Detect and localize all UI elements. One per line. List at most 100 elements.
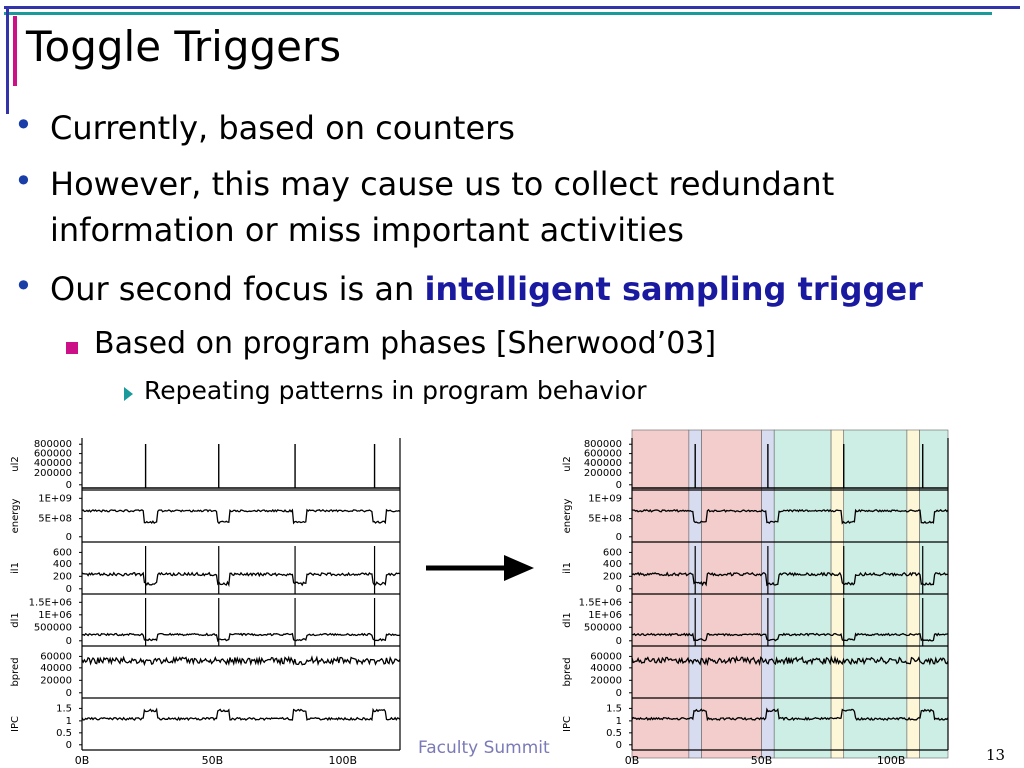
y-axis-label: IPC: [10, 716, 21, 732]
y-tick-label: 500000: [584, 622, 622, 633]
energy-series: [631, 508, 949, 525]
y-tick-label: 40000: [40, 663, 72, 674]
y-tick-label: 1.5: [606, 703, 622, 714]
square-bullet: [66, 342, 78, 354]
y-tick-label: 0: [616, 532, 622, 543]
arrow-right: [426, 555, 534, 581]
IPC-series: [631, 707, 949, 722]
y-tick-label: 1.5: [56, 703, 72, 714]
y-tick-label: 0: [66, 636, 72, 647]
y-axis-label: ul2: [562, 456, 573, 471]
y-axis-label: bpred: [10, 657, 21, 686]
y-tick-label: 0: [616, 740, 622, 751]
y-tick-label: 200000: [584, 468, 622, 479]
x-tick-label: 100B: [877, 754, 906, 767]
bullet-dot: •: [14, 106, 33, 144]
y-tick-label: 600: [53, 547, 72, 558]
y-tick-label: 0: [66, 480, 72, 491]
bullet-3: Our second focus is an intelligent sampl…: [50, 267, 923, 311]
ul2-series: [632, 444, 948, 489]
y-tick-label: 1: [616, 716, 622, 727]
bpred-series: [631, 654, 949, 667]
y-tick-label: 800000: [34, 439, 72, 450]
y-tick-label: 5E+08: [38, 514, 72, 525]
y-tick-label: 600: [603, 547, 622, 558]
y-tick-label: 1.5E+06: [29, 597, 72, 608]
y-tick-label: 0: [616, 480, 622, 491]
y-tick-label: 0: [66, 532, 72, 543]
x-tick-label: 50B: [202, 754, 224, 767]
dl1-series: [631, 632, 949, 642]
y-tick-label: 800000: [584, 439, 622, 450]
y-tick-label: 0: [616, 688, 622, 699]
y-tick-label: 500000: [34, 622, 72, 633]
y-tick-label: 5E+08: [588, 514, 622, 525]
y-tick-label: 600000: [584, 449, 622, 460]
dl1-series: [81, 632, 401, 643]
energy-series: [81, 508, 401, 525]
y-tick-label: 0.5: [606, 728, 622, 739]
slide-title: Toggle Triggers: [26, 22, 342, 71]
x-tick-label: 100B: [328, 754, 357, 767]
subsub-bullet: Repeating patterns in program behavior: [144, 376, 647, 405]
y-tick-label: 60000: [590, 651, 622, 662]
y-axis-label: ul2: [10, 456, 21, 471]
top-accent-bar-teal: [4, 12, 992, 15]
y-axis-label: dl1: [562, 612, 573, 628]
y-tick-label: 0: [66, 740, 72, 751]
y-tick-label: 0: [616, 636, 622, 647]
ul2-series: [82, 444, 400, 489]
il1-series: [81, 571, 401, 588]
y-tick-label: 1E+06: [38, 610, 72, 621]
triangle-bullet: [124, 387, 133, 401]
y-axis-label: il1: [562, 562, 573, 574]
y-tick-label: 0: [616, 584, 622, 595]
y-tick-label: 1.5E+06: [579, 597, 622, 608]
y-axis-label: IPC: [562, 716, 573, 732]
y-tick-label: 0: [66, 584, 72, 595]
y-tick-label: 400: [53, 559, 72, 570]
y-tick-label: 40000: [590, 663, 622, 674]
bullet-1: Currently, based on counters: [50, 109, 515, 147]
top-accent-bar-blue: [4, 6, 1020, 9]
y-tick-label: 400000: [34, 458, 72, 469]
y-tick-label: 20000: [40, 675, 72, 686]
y-tick-label: 0: [66, 688, 72, 699]
x-tick-label: 50B: [751, 754, 773, 767]
y-tick-label: 200000: [34, 468, 72, 479]
y-tick-label: 400: [603, 559, 622, 570]
y-tick-label: 1E+09: [588, 493, 622, 504]
y-tick-label: 1E+09: [38, 493, 72, 504]
bullet-3-text: Our second focus is an: [50, 270, 425, 308]
y-tick-label: 200: [603, 571, 622, 582]
left-accent-bar-magenta: [13, 16, 17, 86]
y-axis-label: energy: [10, 498, 21, 533]
y-tick-label: 20000: [590, 675, 622, 686]
y-axis-label: energy: [562, 498, 573, 533]
x-tick-label: 0B: [75, 754, 90, 767]
y-axis-label: bpred: [562, 657, 573, 686]
y-tick-label: 0.5: [56, 728, 72, 739]
y-tick-label: 600000: [34, 449, 72, 460]
left-accent-bar-blue: [6, 6, 9, 114]
bullet-dot: •: [14, 267, 33, 305]
il1-series: [631, 571, 949, 587]
y-tick-label: 1E+06: [588, 610, 622, 621]
footer-text: Faculty Summit: [418, 738, 550, 758]
y-tick-label: 400000: [584, 458, 622, 469]
y-axis-label: dl1: [10, 612, 21, 628]
highlight-text: intelligent sampling trigger: [424, 270, 923, 308]
y-tick-label: 200: [53, 571, 72, 582]
bpred-series: [81, 655, 401, 667]
page-number: 13: [986, 746, 1006, 764]
sub-bullet: Based on program phases [Sherwood’03]: [94, 326, 717, 361]
bullet-2-line-1: However, this may cause us to collect re…: [50, 165, 835, 203]
y-tick-label: 60000: [40, 651, 72, 662]
x-tick-label: 0B: [625, 754, 640, 767]
bullet-2-line-2: information or miss important activities: [50, 211, 684, 249]
IPC-series: [81, 707, 401, 722]
bullet-dot: •: [14, 162, 33, 200]
